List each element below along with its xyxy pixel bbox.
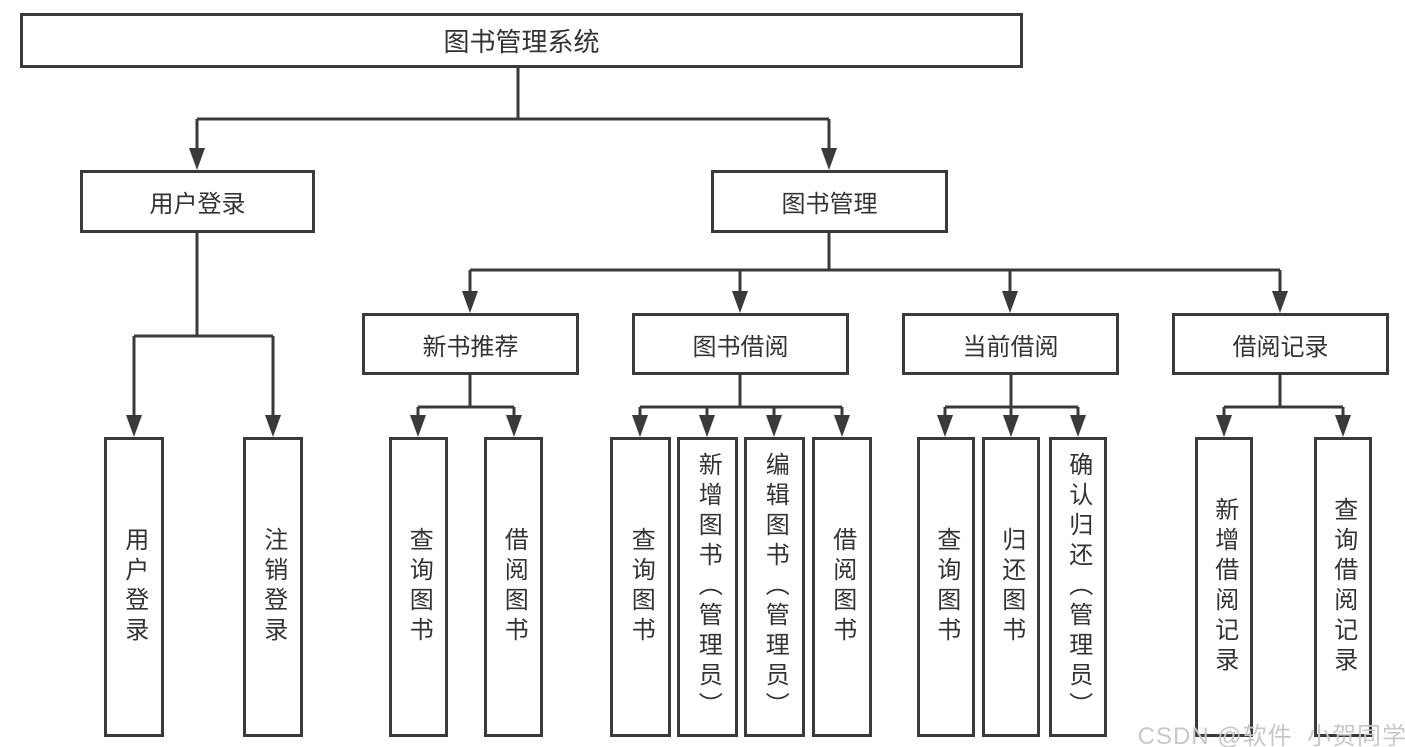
leaf-return-books-label: 归还图书 (997, 527, 1025, 647)
leaf-query-borrow-record: 查询借阅记录 (1314, 437, 1372, 737)
leaf-query-books-2: 查询图书 (610, 437, 671, 737)
node-borrow-records-label: 借阅记录 (1232, 333, 1329, 361)
csdn-watermark: CSDN @软件_小贺同学 (1137, 723, 1405, 747)
leaf-borrow-books-2: 借阅图书 (812, 437, 872, 737)
leaf-add-borrow-record: 新增借阅记录 (1195, 437, 1253, 737)
node-current-borrow: 当前借阅 (902, 313, 1119, 375)
leaf-add-books-admin-label: 新增图书（管理员） (694, 452, 722, 722)
node-book-borrow: 图书借阅 (632, 313, 849, 375)
leaf-confirm-return-admin: 确认归还（管理员） (1049, 437, 1107, 737)
leaf-query-books-1: 查询图书 (389, 437, 448, 737)
node-user-login-label: 用户登录 (149, 191, 246, 218)
leaf-query-borrow-record-label: 查询借阅记录 (1329, 497, 1357, 677)
leaf-query-books-3-label: 查询图书 (932, 527, 960, 647)
node-current-borrow-label: 当前借阅 (962, 333, 1059, 361)
leaf-user-login: 用户登录 (104, 437, 164, 737)
leaf-query-books-3: 查询图书 (917, 437, 975, 737)
node-root-label: 图书管理系统 (443, 27, 600, 57)
node-new-book-recommend-label: 新书推荐 (422, 333, 519, 361)
leaf-user-login-label: 用户登录 (120, 527, 148, 647)
node-new-book-recommend: 新书推荐 (362, 313, 579, 375)
leaf-logout: 注销登录 (243, 437, 303, 737)
leaf-edit-books-admin: 编辑图书（管理员） (744, 437, 805, 737)
leaf-borrow-books-2-label: 借阅图书 (828, 527, 856, 647)
leaf-add-books-admin: 新增图书（管理员） (677, 437, 738, 737)
node-root: 图书管理系统 (20, 13, 1023, 68)
leaf-query-books-2-label: 查询图书 (627, 527, 655, 647)
leaf-confirm-return-admin-label: 确认归还（管理员） (1064, 452, 1092, 722)
node-book-management-label: 图书管理 (781, 191, 878, 218)
leaf-edit-books-admin-label: 编辑图书（管理员） (761, 452, 789, 722)
node-book-borrow-label: 图书借阅 (692, 333, 789, 361)
leaf-query-books-1-label: 查询图书 (405, 527, 433, 647)
node-borrow-records: 借阅记录 (1172, 313, 1389, 375)
leaf-add-borrow-record-label: 新增借阅记录 (1210, 497, 1238, 677)
leaf-borrow-books-1: 借阅图书 (484, 437, 543, 737)
leaf-borrow-books-1-label: 借阅图书 (500, 527, 528, 647)
leaf-return-books: 归还图书 (982, 437, 1040, 737)
leaf-logout-label: 注销登录 (259, 527, 287, 647)
node-user-login: 用户登录 (80, 170, 315, 233)
node-book-management: 图书管理 (711, 170, 948, 233)
